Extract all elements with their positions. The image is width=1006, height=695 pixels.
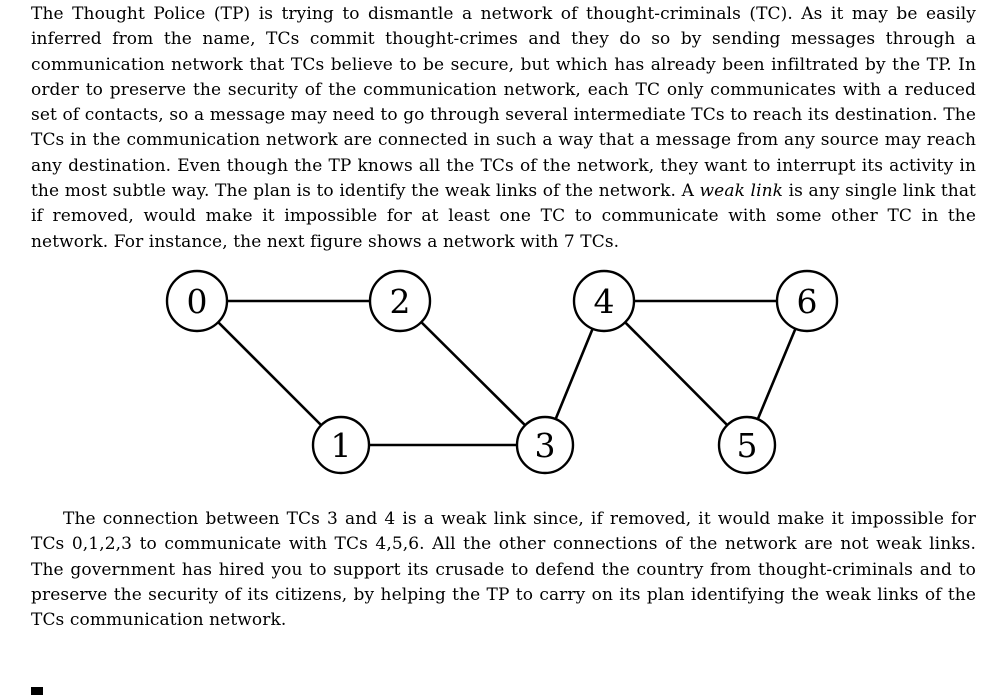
edge-0-1	[195, 299, 343, 447]
node-label-1: 1	[331, 426, 352, 465]
node-5	[717, 415, 777, 475]
node-label-6: 6	[797, 282, 818, 321]
edge-4-5	[602, 299, 749, 447]
node-1	[311, 415, 371, 475]
paragraph-explanation: The connection between TCs 3 and 4 is a …	[31, 508, 976, 631]
network-graph-svg: 0 2 4 6 1 3 5	[165, 269, 839, 475]
paragraph-intro: The Thought Police (TP) is trying to dis…	[31, 2, 976, 255]
node-label-4: 4	[594, 282, 615, 321]
node-0	[165, 269, 229, 333]
cutoff-text-fragment	[31, 687, 43, 695]
node-label-2: 2	[390, 282, 411, 321]
weak-link-term: weak link	[699, 181, 784, 202]
node-label-0: 0	[187, 282, 208, 321]
node-3	[515, 415, 575, 475]
node-2	[368, 269, 432, 333]
node-6	[775, 269, 839, 333]
node-label-5: 5	[737, 426, 758, 465]
edge-2-3	[398, 299, 547, 447]
network-graph-figure: 0 2 4 6 1 3 5	[31, 268, 976, 480]
node-4	[572, 269, 636, 333]
paragraph-intro-text-cont: is any single link that if removed, woul…	[31, 181, 976, 252]
node-label-3: 3	[535, 426, 556, 465]
paragraph-intro-text: The Thought Police (TP) is trying to dis…	[31, 4, 976, 202]
